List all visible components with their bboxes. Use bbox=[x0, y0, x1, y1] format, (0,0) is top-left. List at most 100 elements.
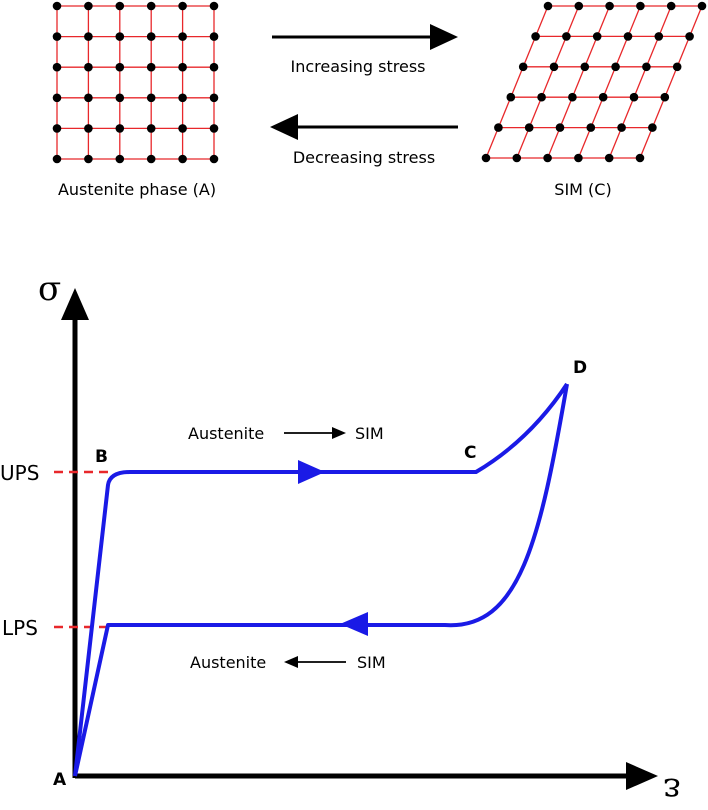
sim-bond bbox=[608, 127, 623, 159]
sim-atom bbox=[574, 1, 584, 11]
sim-bond bbox=[516, 127, 530, 159]
austenite-atom bbox=[178, 154, 187, 164]
point-b-label: B bbox=[95, 447, 108, 467]
austenite-atom bbox=[146, 93, 156, 103]
unloading-from-label: Austenite bbox=[190, 653, 266, 672]
sim-bond bbox=[627, 5, 642, 37]
sim-atom bbox=[672, 62, 682, 72]
unloading-direction-arrowhead bbox=[340, 612, 368, 636]
point-c-label: C bbox=[464, 443, 476, 463]
lps-label: LPS bbox=[2, 616, 38, 640]
austenite-atom bbox=[209, 62, 219, 72]
sim-bond bbox=[664, 66, 678, 98]
x-axis bbox=[75, 762, 658, 790]
austenite-atom bbox=[84, 1, 93, 11]
sim-atom bbox=[549, 62, 559, 72]
unloading-curve bbox=[73, 383, 569, 777]
sim-atom bbox=[562, 32, 571, 41]
austenite-atom bbox=[115, 62, 125, 72]
sim-atom bbox=[555, 123, 565, 132]
sim-atom bbox=[543, 1, 553, 11]
unloading-to-label: SIM bbox=[357, 653, 386, 672]
sim-bond bbox=[645, 36, 660, 68]
austenite-atom bbox=[146, 1, 156, 11]
sim-atom bbox=[574, 153, 583, 163]
sim-bond bbox=[577, 127, 592, 159]
austenite-atom bbox=[178, 124, 187, 133]
sim-bond bbox=[522, 36, 537, 68]
sim-atom bbox=[524, 123, 534, 132]
austenite-atom bbox=[209, 1, 219, 11]
sim-bond bbox=[546, 127, 561, 159]
sim-atom bbox=[518, 62, 528, 72]
austenite-lattice bbox=[52, 1, 219, 164]
austenite-atom bbox=[178, 93, 187, 103]
increasing-stress-label: Increasing stress bbox=[290, 57, 425, 76]
austenite-atom bbox=[52, 93, 62, 103]
sim-atom bbox=[568, 92, 577, 102]
loading-direction-arrowhead bbox=[298, 460, 325, 484]
sim-bond bbox=[596, 5, 611, 37]
sim-bond bbox=[497, 96, 512, 128]
decreasing-stress-label: Decreasing stress bbox=[293, 148, 435, 167]
austenite-atom bbox=[209, 124, 219, 133]
sim-phase-label: SIM (C) bbox=[554, 180, 611, 199]
sim-bond bbox=[614, 36, 629, 68]
sim-atom bbox=[605, 1, 614, 11]
sim-atom bbox=[642, 62, 651, 72]
sim-bond bbox=[633, 66, 648, 98]
sim-atom bbox=[636, 1, 645, 11]
austenite-atom bbox=[209, 32, 219, 41]
austenite-atom bbox=[84, 32, 93, 41]
loading-curve bbox=[73, 382, 569, 777]
austenite-atom bbox=[115, 1, 125, 11]
austenite-atom bbox=[84, 93, 93, 103]
sim-atom bbox=[685, 32, 694, 41]
sim-atom bbox=[512, 153, 522, 163]
point-d-label: D bbox=[573, 358, 587, 378]
loading-from-label: Austenite bbox=[188, 424, 264, 443]
sim-bond bbox=[528, 96, 543, 128]
sim-atom bbox=[506, 92, 516, 102]
sigma-axis-label: σ bbox=[38, 269, 61, 309]
sim-bond bbox=[553, 36, 568, 68]
austenite-atom bbox=[209, 154, 219, 164]
austenite-atom bbox=[52, 62, 62, 72]
sim-bond bbox=[688, 5, 703, 37]
austenite-atom bbox=[178, 62, 187, 72]
sim-atom bbox=[604, 153, 614, 163]
sim-atom bbox=[586, 123, 596, 132]
y-axis bbox=[61, 288, 89, 778]
austenite-atom bbox=[115, 154, 125, 164]
sim-atom bbox=[580, 62, 590, 72]
austenite-atom bbox=[84, 62, 93, 72]
sim-atom bbox=[543, 153, 552, 163]
austenite-atom bbox=[115, 93, 125, 103]
sim-bond bbox=[571, 66, 586, 98]
austenite-atom bbox=[146, 32, 156, 41]
sim-bond bbox=[510, 66, 524, 98]
sim-bond bbox=[658, 5, 672, 37]
sim-bond bbox=[602, 66, 617, 98]
sim-bond bbox=[590, 96, 604, 128]
sim-atom bbox=[611, 62, 620, 72]
loading-to-label: SIM bbox=[355, 424, 384, 443]
sim-bond bbox=[485, 127, 500, 159]
sim-bond bbox=[620, 96, 635, 128]
sim-atom bbox=[697, 1, 707, 11]
loading-annotation-arrow bbox=[284, 427, 346, 439]
sim-atom bbox=[481, 153, 491, 163]
sim-bond bbox=[559, 96, 574, 128]
austenite-atom bbox=[146, 124, 156, 133]
sim-atom bbox=[635, 153, 645, 163]
sim-atom bbox=[629, 92, 639, 102]
sim-bond bbox=[639, 127, 654, 159]
sim-atom bbox=[623, 32, 633, 41]
austenite-atom bbox=[84, 154, 93, 164]
reverse-arrow bbox=[270, 114, 458, 140]
sim-atom bbox=[654, 32, 664, 41]
austenite-atom bbox=[115, 32, 125, 41]
unloading-annotation-arrow bbox=[284, 656, 346, 668]
austenite-atom bbox=[209, 93, 219, 103]
